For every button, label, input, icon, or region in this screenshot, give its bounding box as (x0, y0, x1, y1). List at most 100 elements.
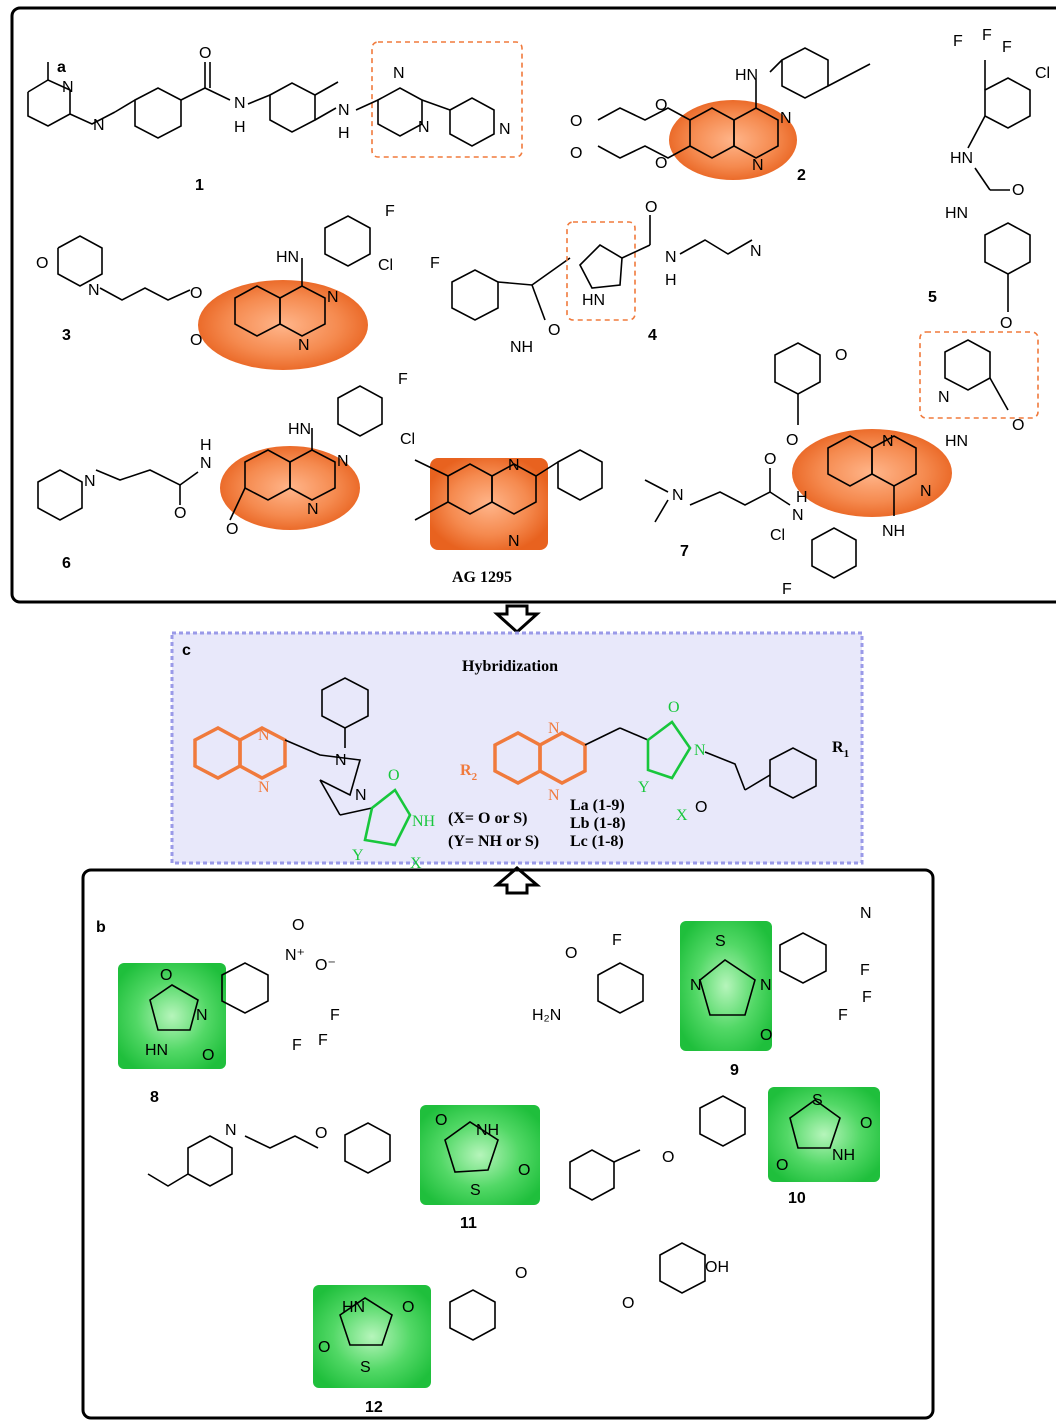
atom-n: N (225, 1122, 237, 1139)
nitro-n: N⁺ (285, 947, 305, 964)
atom-f: F (982, 27, 992, 44)
atom-n: N (760, 977, 772, 994)
compound-2-label: 2 (797, 167, 806, 184)
atom-hn: HN (342, 1299, 365, 1316)
compound-2-structure: N N HN O O O O 2 (570, 47, 871, 184)
atom-s: S (470, 1182, 481, 1199)
compound-7-structure: O O N N NH Cl F N H O N 7 (644, 342, 952, 598)
compound-11-structure: N O O NH O S 11 (147, 1105, 540, 1232)
atom-n: N (84, 473, 96, 490)
atom-h2n: H₂N (532, 1007, 561, 1024)
compound-4-structure: F NH O HN O N H N 4 (430, 199, 762, 356)
atom-o: O (860, 1115, 872, 1132)
atom-o: O (226, 521, 238, 538)
atom-h: H (200, 437, 212, 454)
atom-f: F (782, 581, 792, 598)
atom-o: O (786, 432, 798, 449)
atom-x: X (410, 855, 422, 872)
r2-label: R (460, 762, 472, 779)
atom-o: O (388, 767, 400, 784)
atom-cl: Cl (1035, 65, 1050, 82)
r2-subscript: 2 (472, 771, 478, 783)
atom-n: N (665, 249, 677, 266)
atom-o: O (760, 1027, 772, 1044)
atom-nh: NH (832, 1147, 855, 1164)
atom-o: O (202, 1047, 214, 1064)
atom-n: N (548, 787, 560, 804)
atom-o: O (292, 917, 304, 934)
atom-cl: Cl (378, 257, 393, 274)
atom-n: N (694, 742, 706, 759)
atom-n: N (508, 533, 520, 550)
atom-n: N (338, 102, 350, 119)
series-la: La (1-9) (570, 797, 625, 814)
atom-n: N (93, 117, 105, 134)
atom-f: F (430, 255, 440, 272)
atom-n: N (499, 121, 511, 138)
atom-n: N (938, 389, 950, 406)
series-lc: Lc (1-8) (570, 833, 624, 850)
atom-n: N (750, 243, 762, 260)
atom-h: H (338, 125, 350, 142)
compound-8-label: 8 (150, 1089, 159, 1106)
compound-1-structure: N N O N H N H N N N 1 (27, 41, 523, 194)
compound-6-label: 6 (62, 555, 71, 572)
r1-subscript: 1 (844, 748, 850, 760)
atom-o: O (764, 451, 776, 468)
atom-o: O (548, 322, 560, 339)
atom-hn: HN (735, 67, 758, 84)
atom-n: N (62, 79, 74, 96)
atom-y: Y (638, 779, 650, 796)
compound-3-label: 3 (62, 327, 71, 344)
atom-n: N (393, 65, 405, 82)
atom-cl: Cl (400, 431, 415, 448)
atom-o: O (835, 347, 847, 364)
atom-o: O (622, 1295, 634, 1312)
atom-n: N (548, 720, 560, 737)
atom-n: N (860, 905, 872, 922)
atom-f: F (612, 932, 622, 949)
atom-o: O (695, 799, 707, 816)
compound-10-structure: O S O NH O 10 (569, 1087, 880, 1207)
atom-o: O (655, 155, 667, 172)
atom-n: N (335, 752, 347, 769)
atom-h: H (796, 489, 808, 506)
atom-o: O (36, 255, 48, 272)
atom-o: O (318, 1339, 330, 1356)
panel-a-frame (10, 6, 1056, 604)
atom-o: O (160, 967, 172, 984)
panel-b-frame (81, 868, 935, 1420)
compound-9-label: 9 (730, 1062, 739, 1079)
hydantoin-highlight (118, 963, 226, 1069)
atom-hn: HN (288, 421, 311, 438)
compound-9-structure: S N N O F O H₂N N F F F 9 (532, 905, 872, 1079)
compound-8-structure: O N HN O N⁺ O O⁻ F F F 8 (118, 917, 340, 1106)
atom-o: O (515, 1265, 527, 1282)
atom-y: Y (352, 847, 364, 864)
atom-n: N (307, 501, 319, 518)
atom-f: F (385, 203, 395, 220)
atom-n: N (418, 119, 430, 136)
hybrid-structure-1: N N N N O NH Y X (193, 677, 436, 872)
atom-o: O (668, 699, 680, 716)
atom-f: F (398, 371, 408, 388)
atom-hn: HN (582, 292, 605, 309)
atom-hn: HN (945, 433, 968, 450)
atom-n: N (258, 727, 270, 744)
atom-o: O (1012, 182, 1024, 199)
compound-ag1295-structure: N N AG 1295 (414, 449, 603, 586)
quinazoline-highlight (669, 100, 797, 180)
panel-b-label: b (96, 919, 106, 936)
atom-s: S (360, 1359, 371, 1376)
atom-o: O (1000, 315, 1012, 332)
atom-f: F (1002, 39, 1012, 56)
atom-cl: Cl (770, 527, 785, 544)
atom-hn: HN (145, 1042, 168, 1059)
compound-6-structure: N N HN F Cl N H O N O 6 (37, 371, 415, 572)
atom-o: O (645, 199, 657, 216)
atom-nh: NH (510, 339, 533, 356)
atom-o: O (315, 1125, 327, 1142)
atom-o: O (190, 332, 202, 349)
atom-o: O (435, 1112, 447, 1129)
